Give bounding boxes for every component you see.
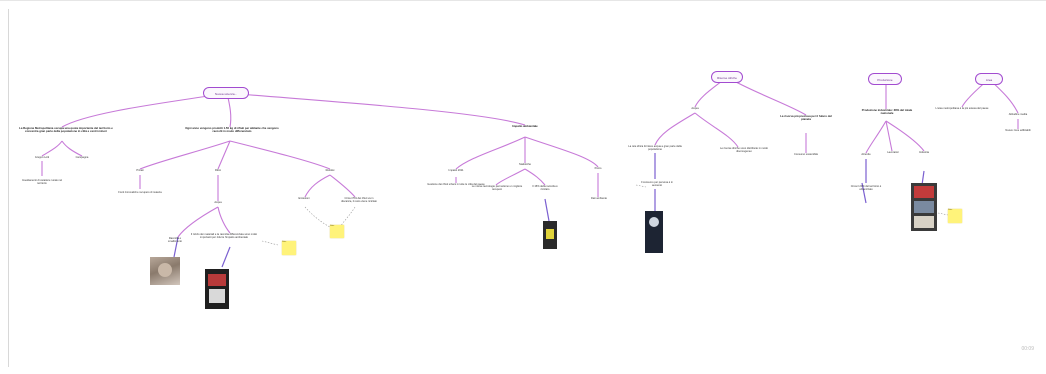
node[interactable]: Industria	[919, 151, 929, 154]
branch-node[interactable]: La risorsa più preziosa per il futuro de…	[780, 115, 832, 122]
photo-block-light	[209, 289, 225, 303]
connector	[885, 120, 925, 152]
connector	[139, 140, 231, 170]
connector	[304, 174, 331, 198]
connector	[495, 168, 526, 186]
branch-node[interactable]: Impatto ambientale	[512, 125, 538, 128]
connector	[217, 140, 231, 170]
node[interactable]: Insediamenti di carattere rurale nel ter…	[22, 179, 62, 186]
node[interactable]: L'area metropolitana è la più estesa del…	[935, 107, 989, 110]
connector-strong	[544, 198, 550, 222]
node[interactable]: Altitudine media	[1008, 113, 1028, 116]
node[interactable]: Aziende	[861, 153, 871, 156]
photo-subject-shape	[158, 263, 172, 277]
node[interactable]: Fonti rinnovabili e recupero di materia	[118, 191, 162, 194]
node[interactable]: Residui	[325, 169, 335, 172]
node[interactable]: Circa il 20% del territorio è urbanizzat…	[850, 185, 882, 192]
node[interactable]: La rete idrica fornisce acqua a gran par…	[628, 145, 682, 152]
photo-thumbnail[interactable]	[911, 183, 937, 231]
branch-node[interactable]: Produzione industriale: 38% del totale n…	[861, 109, 913, 116]
node[interactable]: Acqua	[214, 201, 222, 204]
connector	[177, 206, 219, 238]
root-node-2[interactable]: Risorse idriche	[711, 71, 743, 83]
node[interactable]: Punto	[594, 167, 602, 170]
connector-strong	[861, 182, 867, 204]
node[interactable]: Statistiche	[519, 163, 531, 166]
connector-strong	[173, 236, 179, 258]
node[interactable]: Dati ambiente	[590, 197, 607, 200]
board-left-edge	[8, 9, 9, 367]
photo-block-yellow	[546, 229, 554, 239]
connector	[455, 136, 526, 170]
node[interactable]: Nuove zone edificabili	[1005, 129, 1031, 132]
page-indicator: 00:09	[1021, 346, 1034, 352]
dashed-link	[261, 240, 279, 246]
photo-block-blue	[914, 201, 934, 213]
connector	[654, 112, 696, 146]
connector	[61, 92, 228, 128]
photo-block-red	[914, 186, 934, 198]
root-node-1[interactable]: Nuova scienza...	[203, 87, 249, 99]
node[interactable]: Gruppo Lotti	[34, 156, 50, 159]
connector	[694, 112, 739, 148]
branch-node[interactable]: Ogni anno vengono prodotti 1.50 kg di ri…	[185, 127, 279, 134]
connector	[329, 174, 356, 198]
node[interactable]: Ritiro	[214, 169, 222, 172]
node[interactable]: Campagna	[75, 156, 89, 159]
photo-block-light	[914, 216, 934, 228]
connector	[524, 168, 546, 186]
connector	[217, 206, 231, 234]
photo-thumbnail[interactable]	[543, 221, 557, 249]
node[interactable]: Gestione dei rifiuti urbani in tutte le …	[427, 183, 485, 186]
node[interactable]: Le nuove tecnologie permettono un miglio…	[471, 185, 523, 192]
dashed-link	[937, 212, 949, 216]
node[interactable]: Emissioni	[298, 197, 310, 200]
photo-thumbnail[interactable]	[645, 211, 663, 253]
dashed-link	[304, 206, 331, 228]
node[interactable]: Raccolta e smaltimento	[168, 237, 182, 244]
connector	[41, 140, 63, 157]
dashed-link	[339, 206, 356, 228]
connector	[226, 92, 526, 126]
connector	[229, 140, 331, 170]
node[interactable]: Impatto 2011	[448, 169, 464, 172]
photo-thumbnail[interactable]	[205, 269, 229, 309]
root-node-4[interactable]: Area	[975, 73, 1003, 85]
node[interactable]: Il consumo per persona è in aumento	[640, 181, 673, 188]
node[interactable]: Il 15% della raccolta è riciclato	[532, 185, 558, 192]
connector-strong	[921, 170, 925, 186]
connector	[865, 120, 887, 154]
root-node-3[interactable]: Produzione	[868, 73, 902, 85]
photo-block-red	[208, 274, 226, 286]
node[interactable]: Circa il 5% dei rifiuti va in discarica,…	[341, 197, 377, 204]
connector	[524, 136, 599, 168]
branch-node[interactable]: La Regione Metropolitana occupa una quot…	[19, 127, 113, 134]
connector	[61, 140, 83, 157]
node[interactable]: Acqua	[691, 107, 699, 110]
connector-strong	[221, 246, 231, 268]
photo-subject-shape	[649, 217, 659, 227]
connector	[885, 120, 893, 152]
node[interactable]: Il riciclo dei materiali e la raccolta d…	[190, 233, 258, 240]
sticky-note[interactable]: Nota	[282, 241, 296, 255]
node[interactable]: Lavoratori	[887, 151, 899, 154]
photo-thumbnail[interactable]	[150, 257, 180, 285]
node[interactable]: Consumo sostenibile	[793, 153, 819, 156]
sticky-note[interactable]: Nota	[948, 209, 962, 223]
node[interactable]: Privati	[136, 169, 144, 172]
node[interactable]: Le risorse idriche sono distribuite in m…	[720, 147, 768, 154]
sticky-note[interactable]: Nota	[330, 225, 344, 238]
